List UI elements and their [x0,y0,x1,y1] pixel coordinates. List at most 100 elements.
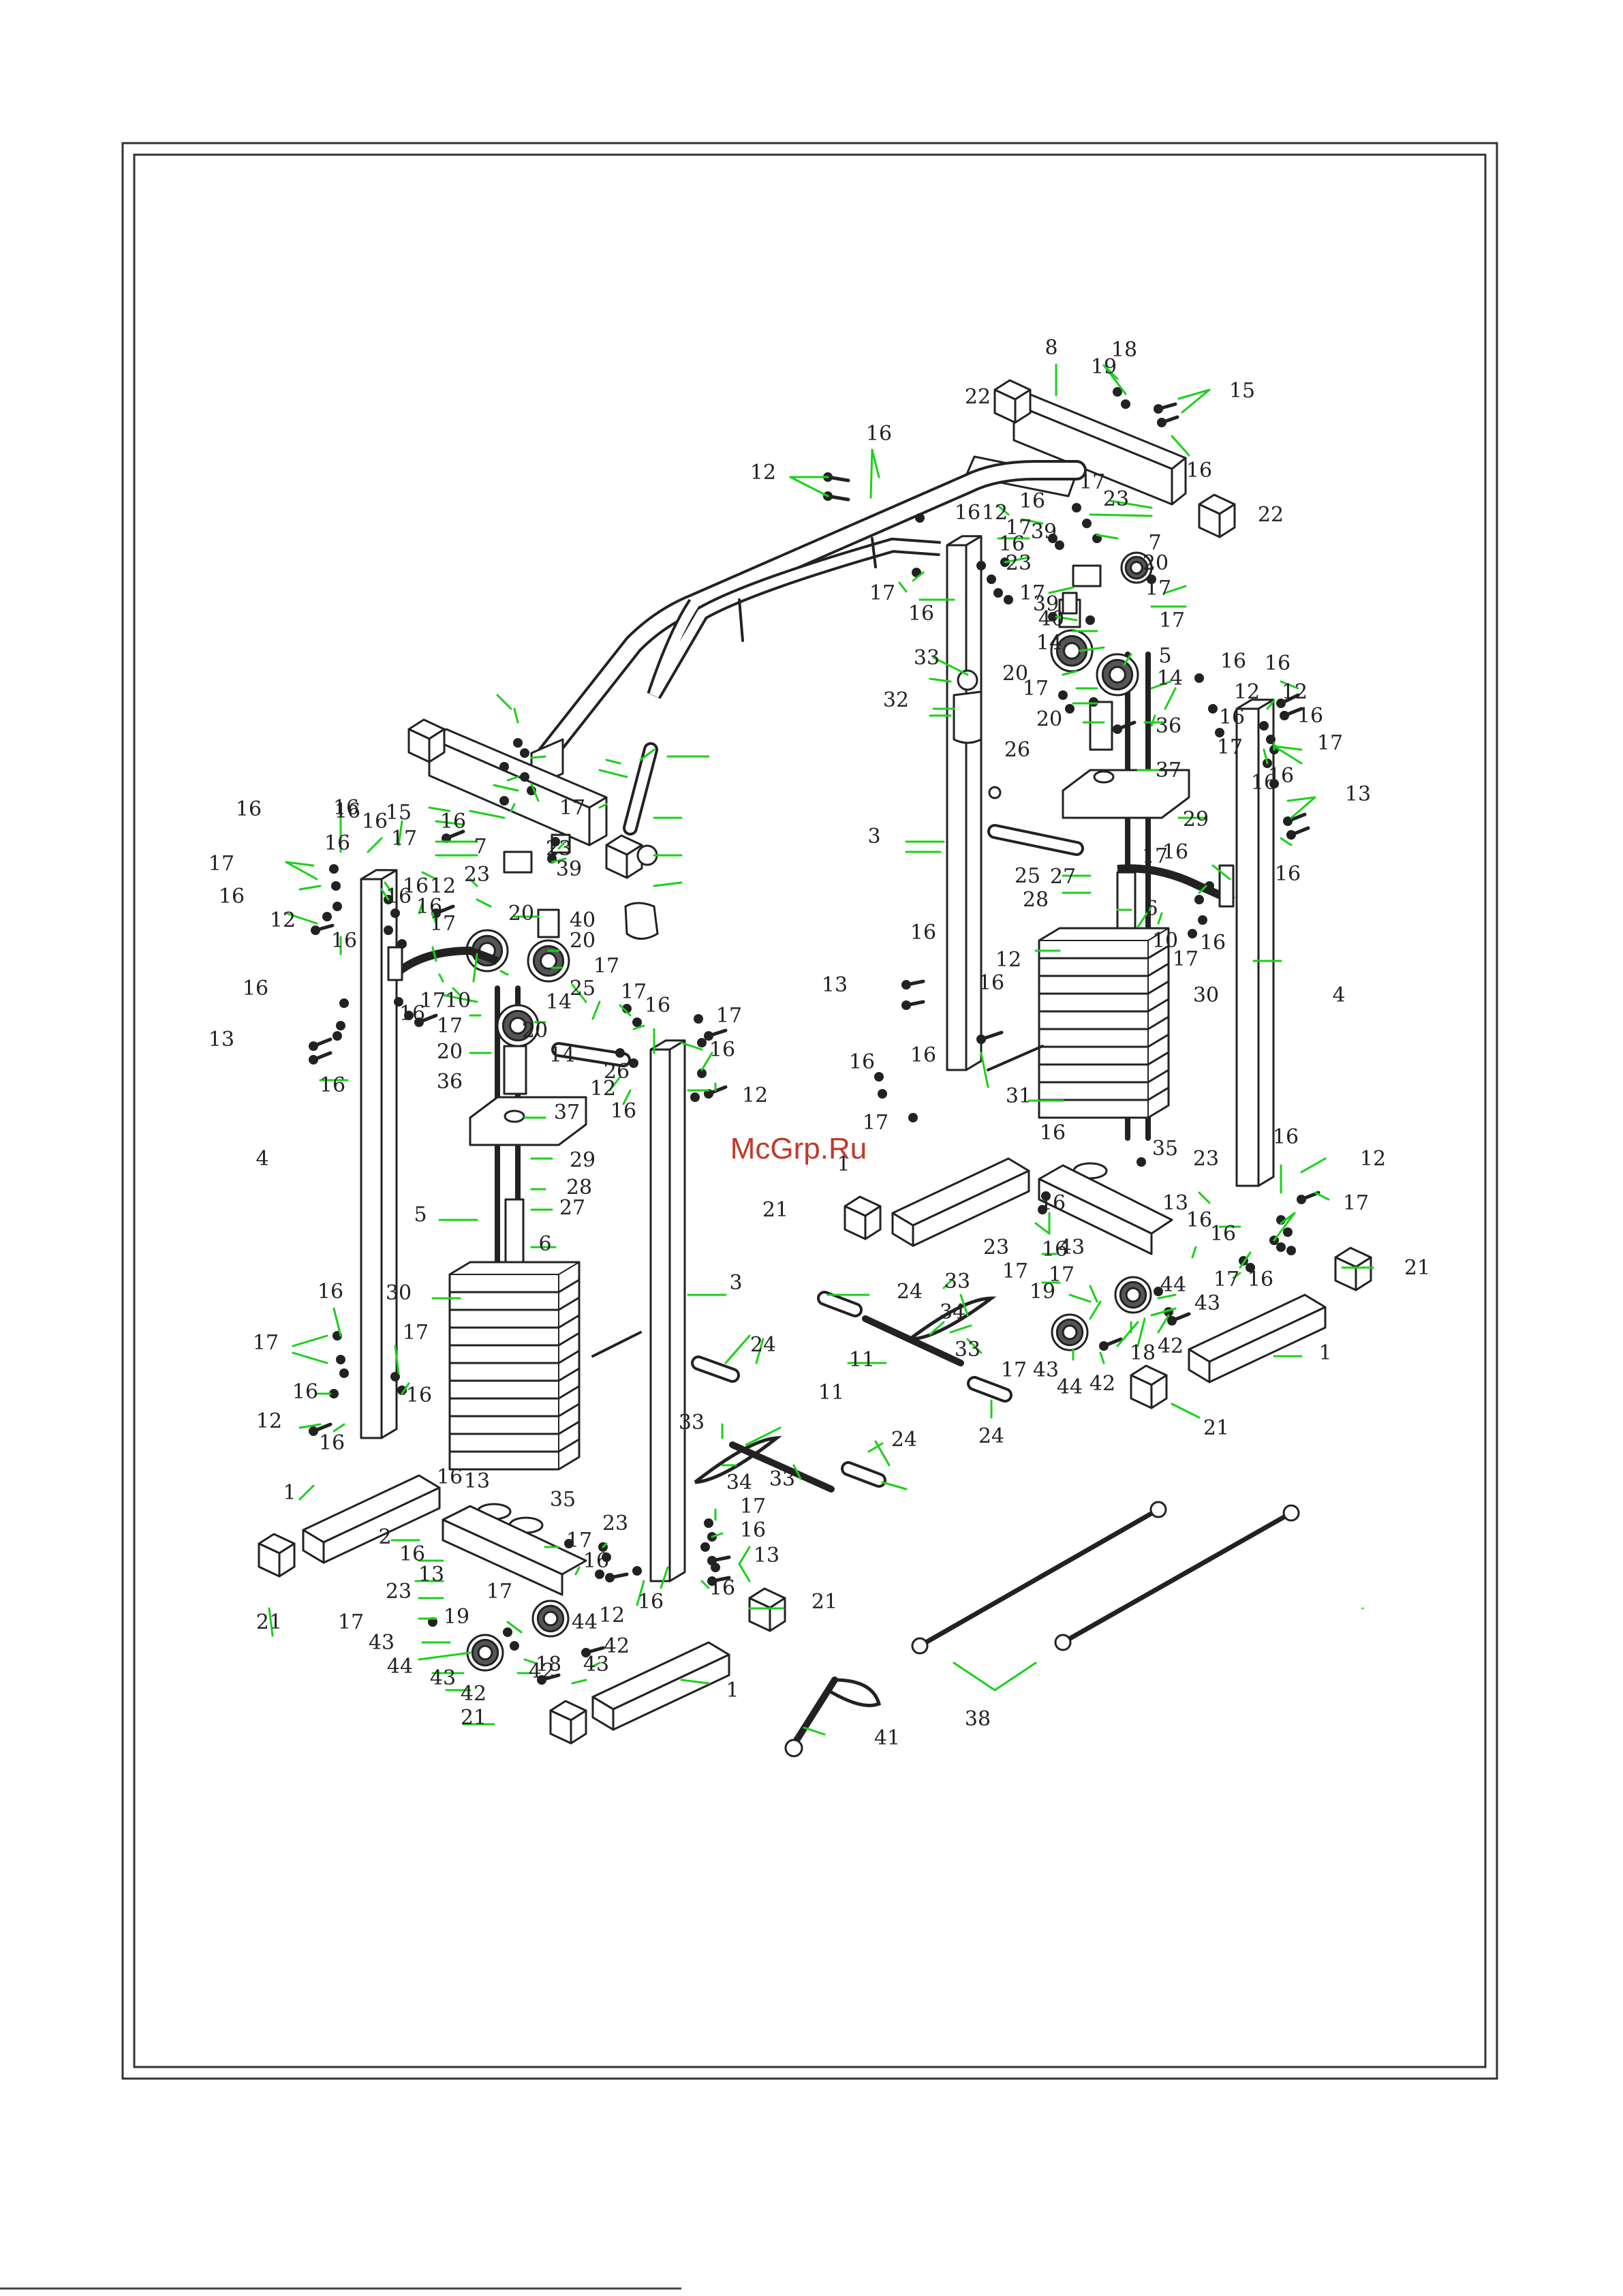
callout-label: 43 [1194,1291,1220,1315]
leader-line [476,898,492,908]
boom-lower-inner [649,540,941,698]
callout-label: 16 [1186,459,1212,483]
pulley-20-hub [1130,561,1143,575]
callout-label: 7 [474,835,486,859]
callout-label: 24 [750,1333,776,1357]
leader-line [551,857,567,863]
callout-label: 36 [437,1070,463,1094]
leader-line [993,1662,1037,1692]
callout-label: 21 [762,1198,788,1222]
callout-label: 17 [566,1529,592,1552]
leader-line [591,1000,601,1020]
leader-line [1314,1191,1330,1201]
nut-dot [390,908,400,918]
callout-label: 20 [1036,707,1062,731]
pin-26-right [988,786,1002,799]
bar-11-left [729,1441,835,1493]
nut-dot [336,1355,345,1364]
leader-line [472,953,478,983]
nut-dot [329,864,339,874]
callout-label: 16 [416,895,442,919]
callout-label: 2 [378,1525,391,1549]
callout-label: 12 [1234,680,1260,704]
bolt-head [581,1648,591,1657]
nut-dot [1215,728,1224,737]
callout-label: 12 [995,948,1021,972]
weight-stack-left-edge [558,1261,580,1275]
callout-label: 12 [590,1077,616,1101]
leader-line [1300,1157,1327,1174]
leader-line [285,861,315,867]
post-3-left [649,1048,671,1582]
leader-line [1239,1251,1252,1269]
callout-label: 16 [1273,1125,1299,1149]
leader-line [394,1345,400,1375]
crossbar-25-right-inner [990,827,1081,853]
callout-label: 37 [1156,759,1181,782]
bolt-head [414,1017,424,1027]
leader-line [1157,912,1163,925]
nut-dot [499,762,509,771]
bolt-head [311,925,320,935]
nut-dot [1198,915,1207,925]
callout-label: 16 [1162,840,1188,864]
callout-label: 16 [1210,1222,1236,1246]
leader-line [598,769,628,778]
callout-label: 16 [1040,1121,1066,1145]
callout-label: 12 [750,461,776,485]
callout-label: 17 [1023,677,1049,701]
bracket-40-right [1062,592,1078,615]
callout-label: 16 [333,796,359,820]
callout-label: 17 [1317,731,1343,755]
leader-line [980,1052,989,1088]
callout-label: 16 [1019,489,1045,513]
leader-line [1157,1294,1177,1300]
callout-label: 16 [1275,862,1301,886]
leader-line [792,1464,802,1480]
leader-line [789,476,829,498]
leader-line [680,1041,703,1051]
leader-line [1280,837,1293,846]
callout-label: 16 [1251,771,1277,795]
callout-label: 20 [1002,662,1028,686]
leader-line [867,1442,884,1453]
bar-11-right [862,1315,964,1366]
parts-drawing [258,379,1372,1758]
callout-label: 16 [403,874,429,898]
callout-label: 16 [1042,1238,1068,1261]
callout-label: 16 [910,921,936,945]
weight-stack-left-plate [448,1261,581,1294]
callout-label: 43 [1059,1236,1085,1259]
callout-label: 17 [716,1004,742,1028]
nut-dot [1283,1227,1293,1237]
leader-line [1021,518,1044,525]
bolt-head [1099,1341,1109,1351]
callout-label: 16 [335,799,360,823]
front-base-right-upper-front [912,1169,1030,1247]
callout-label: 17 [1079,470,1105,494]
callout-label: 20 [508,902,534,925]
leader-line [571,1679,587,1685]
callout-label: 5 [414,1203,427,1227]
callout-label: 39 [556,857,582,881]
callout-label: 35 [550,1488,576,1512]
callout-label: 44 [572,1610,598,1634]
callout-label: 23 [602,1512,628,1535]
callout-label: 16 [243,977,268,1000]
callout-label: 11 [818,1381,844,1405]
callout-label: 24 [897,1280,923,1304]
callout-label: 12 [270,908,296,932]
leader-line [871,448,880,478]
callout-label: 16 [320,1073,345,1097]
leader-line [384,881,393,894]
callout-label: 3 [729,1271,742,1295]
bolt-head [1283,816,1293,826]
callout-label: 17 [403,1321,429,1345]
nut-dot [1154,1287,1163,1296]
leader-line [574,1566,581,1576]
callout-label: 17 [338,1610,364,1634]
callout-label: 18 [536,1653,561,1677]
leader-line [1109,500,1153,509]
leader-line [1079,646,1105,652]
